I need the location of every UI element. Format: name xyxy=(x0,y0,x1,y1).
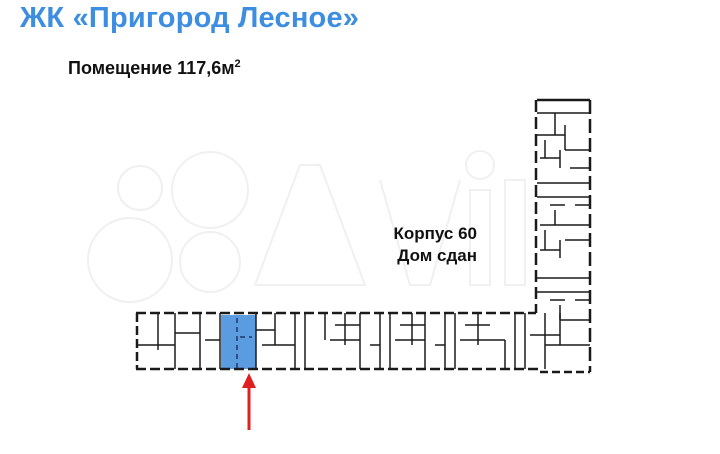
complex-title: ЖК «Пригород Лесное» xyxy=(20,2,360,34)
building-label: Корпус 60 Дом сдан xyxy=(389,223,477,267)
selected-premises[interactable] xyxy=(221,315,256,369)
building-status: Дом сдан xyxy=(397,246,477,265)
premises-area-text: Помещение 117,6м xyxy=(68,58,235,78)
building-number: Корпус 60 xyxy=(393,224,477,243)
red-arrow xyxy=(242,373,256,430)
premises-area: Помещение 117,6м2 xyxy=(68,58,241,79)
area-unit-superscript: 2 xyxy=(234,58,241,70)
